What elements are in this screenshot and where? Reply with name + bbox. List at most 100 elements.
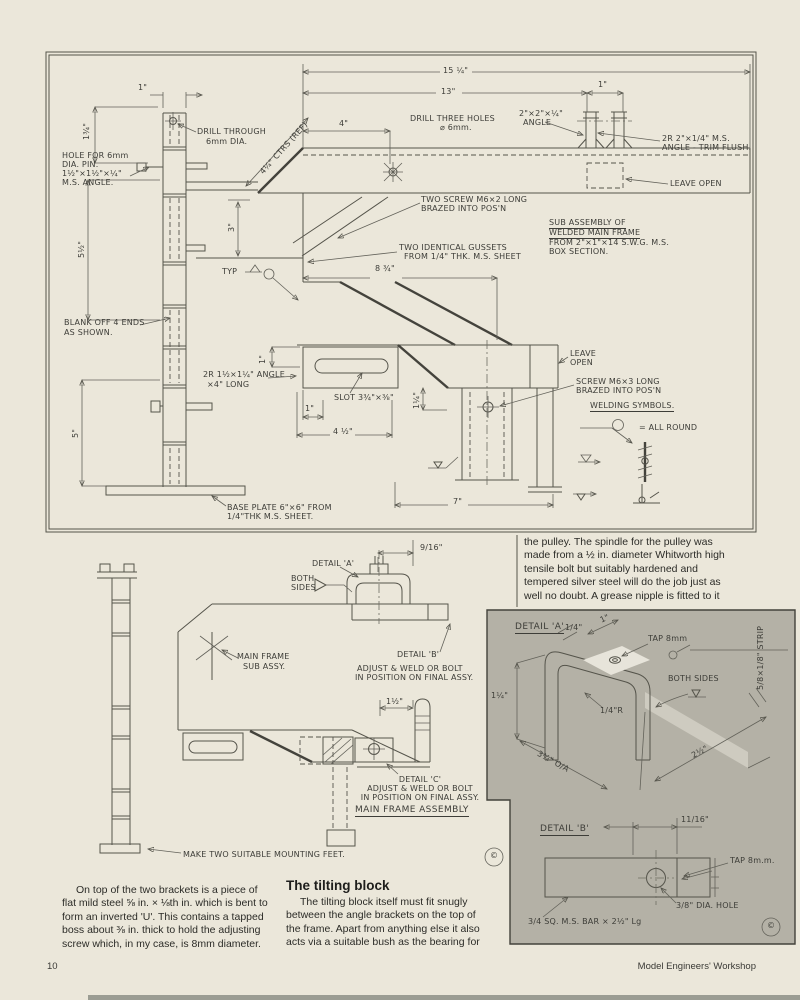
gussets-label: TWO IDENTICAL GUSSETS	[399, 243, 507, 252]
blank-off-label-2: AS SHOWN.	[64, 328, 113, 337]
lower-arm	[267, 340, 575, 508]
drill-through-label-2: 6mm DIA.	[206, 137, 248, 146]
dim-9-16: 9/16"	[420, 543, 443, 552]
trim-flush-label-2: ANGLE - TRIM FLUSH.	[662, 143, 752, 152]
welding-symbols-legend	[573, 419, 660, 504]
pulley-line: well no doubt. A grease nipple is fitted…	[524, 589, 720, 602]
hole-for-label-4: M.S. ANGLE.	[62, 178, 114, 187]
base-plate-label: BASE PLATE 6"×6" FROM	[227, 503, 332, 512]
welding-symbols-title: WELDING SYMBOLS.	[590, 401, 675, 413]
detail-a-title: DETAIL 'A'	[515, 622, 565, 635]
brackets-line: flat mild steel ⅝ in. × ⅛th in. which is…	[62, 897, 268, 910]
tilting-paragraph: The tilting block itself must fit snugly…	[286, 896, 512, 950]
dim-1-left: 1"	[138, 83, 148, 92]
hole-for-label-3: 1½"×1½"×¼"	[62, 169, 122, 178]
detail-b-dim-11-16: 11/16"	[681, 815, 709, 824]
tilting-line: acts via a suitable bush as the bearing …	[286, 936, 480, 949]
screw-m6x3-label: SCREW M6×3 LONG	[576, 377, 660, 386]
detail-b-pointer-label: DETAIL 'B'	[397, 650, 440, 659]
sub-assembly-label-3: FROM 2"×1"×14 S.W.G. M.S.	[549, 238, 670, 247]
brackets-line: boss about ⅜ in. thick to hold the adjus…	[62, 924, 261, 937]
post-front-view	[105, 112, 246, 496]
beam-dimensions	[303, 64, 750, 340]
detail-b-drawing	[542, 818, 781, 937]
dim-1-slot: 1"	[305, 404, 315, 413]
drill-through-label: DRILL THROUGH	[197, 127, 266, 136]
brackets-paragraph: On top of the two brackets is a piece of…	[62, 884, 288, 951]
main-frame-assembly-title: MAIN FRAME ASSEMBLY	[355, 805, 469, 818]
angle-2r-label: 2R 1½×1¼" ANGLE	[203, 370, 285, 379]
sub-assembly-label: SUB ASSEMBLY OF	[549, 218, 626, 230]
dim-8-3-4: 8 ¾"	[375, 264, 395, 273]
page-number: 10	[47, 961, 58, 972]
detail-a-pointer-label: DETAIL 'A'	[312, 559, 355, 568]
mounting-feet-label: MAKE TWO SUITABLE MOUNTING FEET.	[183, 850, 346, 859]
dim-3: 3"	[227, 222, 236, 232]
two-screw-label: TWO SCREW M6×2 LONG	[421, 195, 528, 204]
detail-a-drawing	[517, 620, 788, 791]
detail-b-bar-label: 3/4 SQ. M.S. BAR × 2½" Lg	[528, 917, 642, 926]
adjust-b-label: ADJUST & WELD OR BOLT	[357, 664, 463, 673]
pulley-line: made from a ½ in. diameter Whitworth hig…	[524, 549, 725, 562]
dim-7: 7"	[453, 497, 463, 506]
copyright-symbol-2: ©	[767, 921, 776, 930]
gussets-label-2: FROM 1/4" THK. M.S. SHEET	[404, 252, 521, 261]
main-frame-sub-label-2: SUB ASSY.	[243, 662, 286, 671]
detail-a-dim-1-1-4: 1¼"	[491, 691, 509, 700]
detail-b-tap-label: TAP 8m.m.	[730, 856, 775, 865]
page-bottom-edge	[88, 995, 800, 1000]
adjust-b-label-2: IN POSITION ON FINAL ASSY.	[355, 673, 474, 682]
base-plate-label-2: 1/4"THK M.S. SHEET.	[227, 512, 314, 521]
brackets-line: screw which, in my case, is 8mm diameter…	[62, 937, 261, 950]
angle-2x2-label-2: ANGLE	[523, 118, 552, 127]
trim-flush-label: 2R 2"×1/4" M.S.	[662, 134, 730, 143]
leave-open-top-label: LEAVE OPEN	[670, 179, 722, 188]
drill-three-label-2: ⌀ 6mm.	[440, 123, 472, 132]
dim-5-1-2: 5½"	[77, 240, 86, 258]
pulley-line: tensile bolt but suitably hardened and	[524, 562, 698, 575]
brackets-line: On top of the two brackets is a piece of	[76, 884, 258, 896]
pulley-paragraph: the pulley. The spindle for the pulley w…	[524, 536, 790, 603]
leave-open-mid-label: LEAVE	[570, 349, 596, 358]
sub-assembly-label-4: BOX SECTION.	[549, 247, 609, 256]
magazine-title: Model Engineers' Workshop	[637, 961, 756, 972]
detail-b-title: DETAIL 'B'	[540, 824, 590, 837]
tilting-line: The tilting block itself must fit snugly	[300, 896, 468, 908]
tilting-line: the frame. Apart from anything else it a…	[286, 922, 480, 935]
copyright-symbol-1: ©	[490, 851, 499, 860]
typ-label: TYP	[222, 267, 238, 276]
dim-1-angle: 1"	[258, 354, 267, 364]
detail-a-dim-1-4: 1/4"	[565, 623, 583, 632]
dim-1-top-right: 1"	[598, 80, 608, 89]
detail-a-dim-1-4r: 1/4"R	[600, 706, 624, 715]
angle-2x2-label: 2"×2"×¼"	[519, 109, 563, 118]
both-sides-label-2: SIDES	[291, 583, 316, 592]
detail-a-strip-label: 5/8×1/8" STRIP	[756, 625, 765, 690]
both-sides-label: BOTH	[291, 574, 315, 583]
tilting-line: between the angle brackets on the top of	[286, 909, 476, 922]
dim-4: 4"	[339, 119, 349, 128]
two-screw-label-2: BRAZED INTO POS'N	[421, 204, 507, 213]
slot-label: SLOT 3¾"×⅜"	[334, 393, 394, 402]
tilting-block-heading: The tilting block	[286, 878, 390, 893]
dim-15-1-4: 15 ¼"	[443, 66, 469, 75]
detail-c-label-3: IN POSITION ON FINAL ASSY.	[360, 793, 480, 802]
dim-1-3-4: 1¾"	[82, 122, 91, 140]
pulley-line: tempered silver steel will do the job ju…	[524, 576, 721, 589]
blank-off-label: BLANK OFF 4 ENDS	[64, 318, 145, 327]
dim-5: 5"	[71, 428, 80, 438]
dim-1-1-4: 1¼"	[412, 391, 421, 409]
hole-for-label-2: DIA. PIN.	[62, 160, 99, 169]
pulley-line: the pulley. The spindle for the pulley w…	[524, 536, 713, 548]
screw-m6x3-label-2: BRAZED INTO POS'N	[576, 386, 662, 395]
detail-b-hole-label: 3/8" DIA. HOLE	[676, 901, 739, 910]
typ-weld-symbol	[245, 264, 298, 300]
detail-c-label: DETAIL 'C'	[398, 775, 442, 784]
leave-open-mid-label-2: OPEN	[570, 358, 593, 367]
hole-for-label: HOLE FOR 6mm	[62, 151, 129, 160]
dim-4-1-2: 4 ½"	[333, 427, 353, 436]
detail-a-tap-label: TAP 8mm	[648, 634, 688, 643]
angle-2r-label-2: ×4" LONG	[207, 380, 250, 389]
